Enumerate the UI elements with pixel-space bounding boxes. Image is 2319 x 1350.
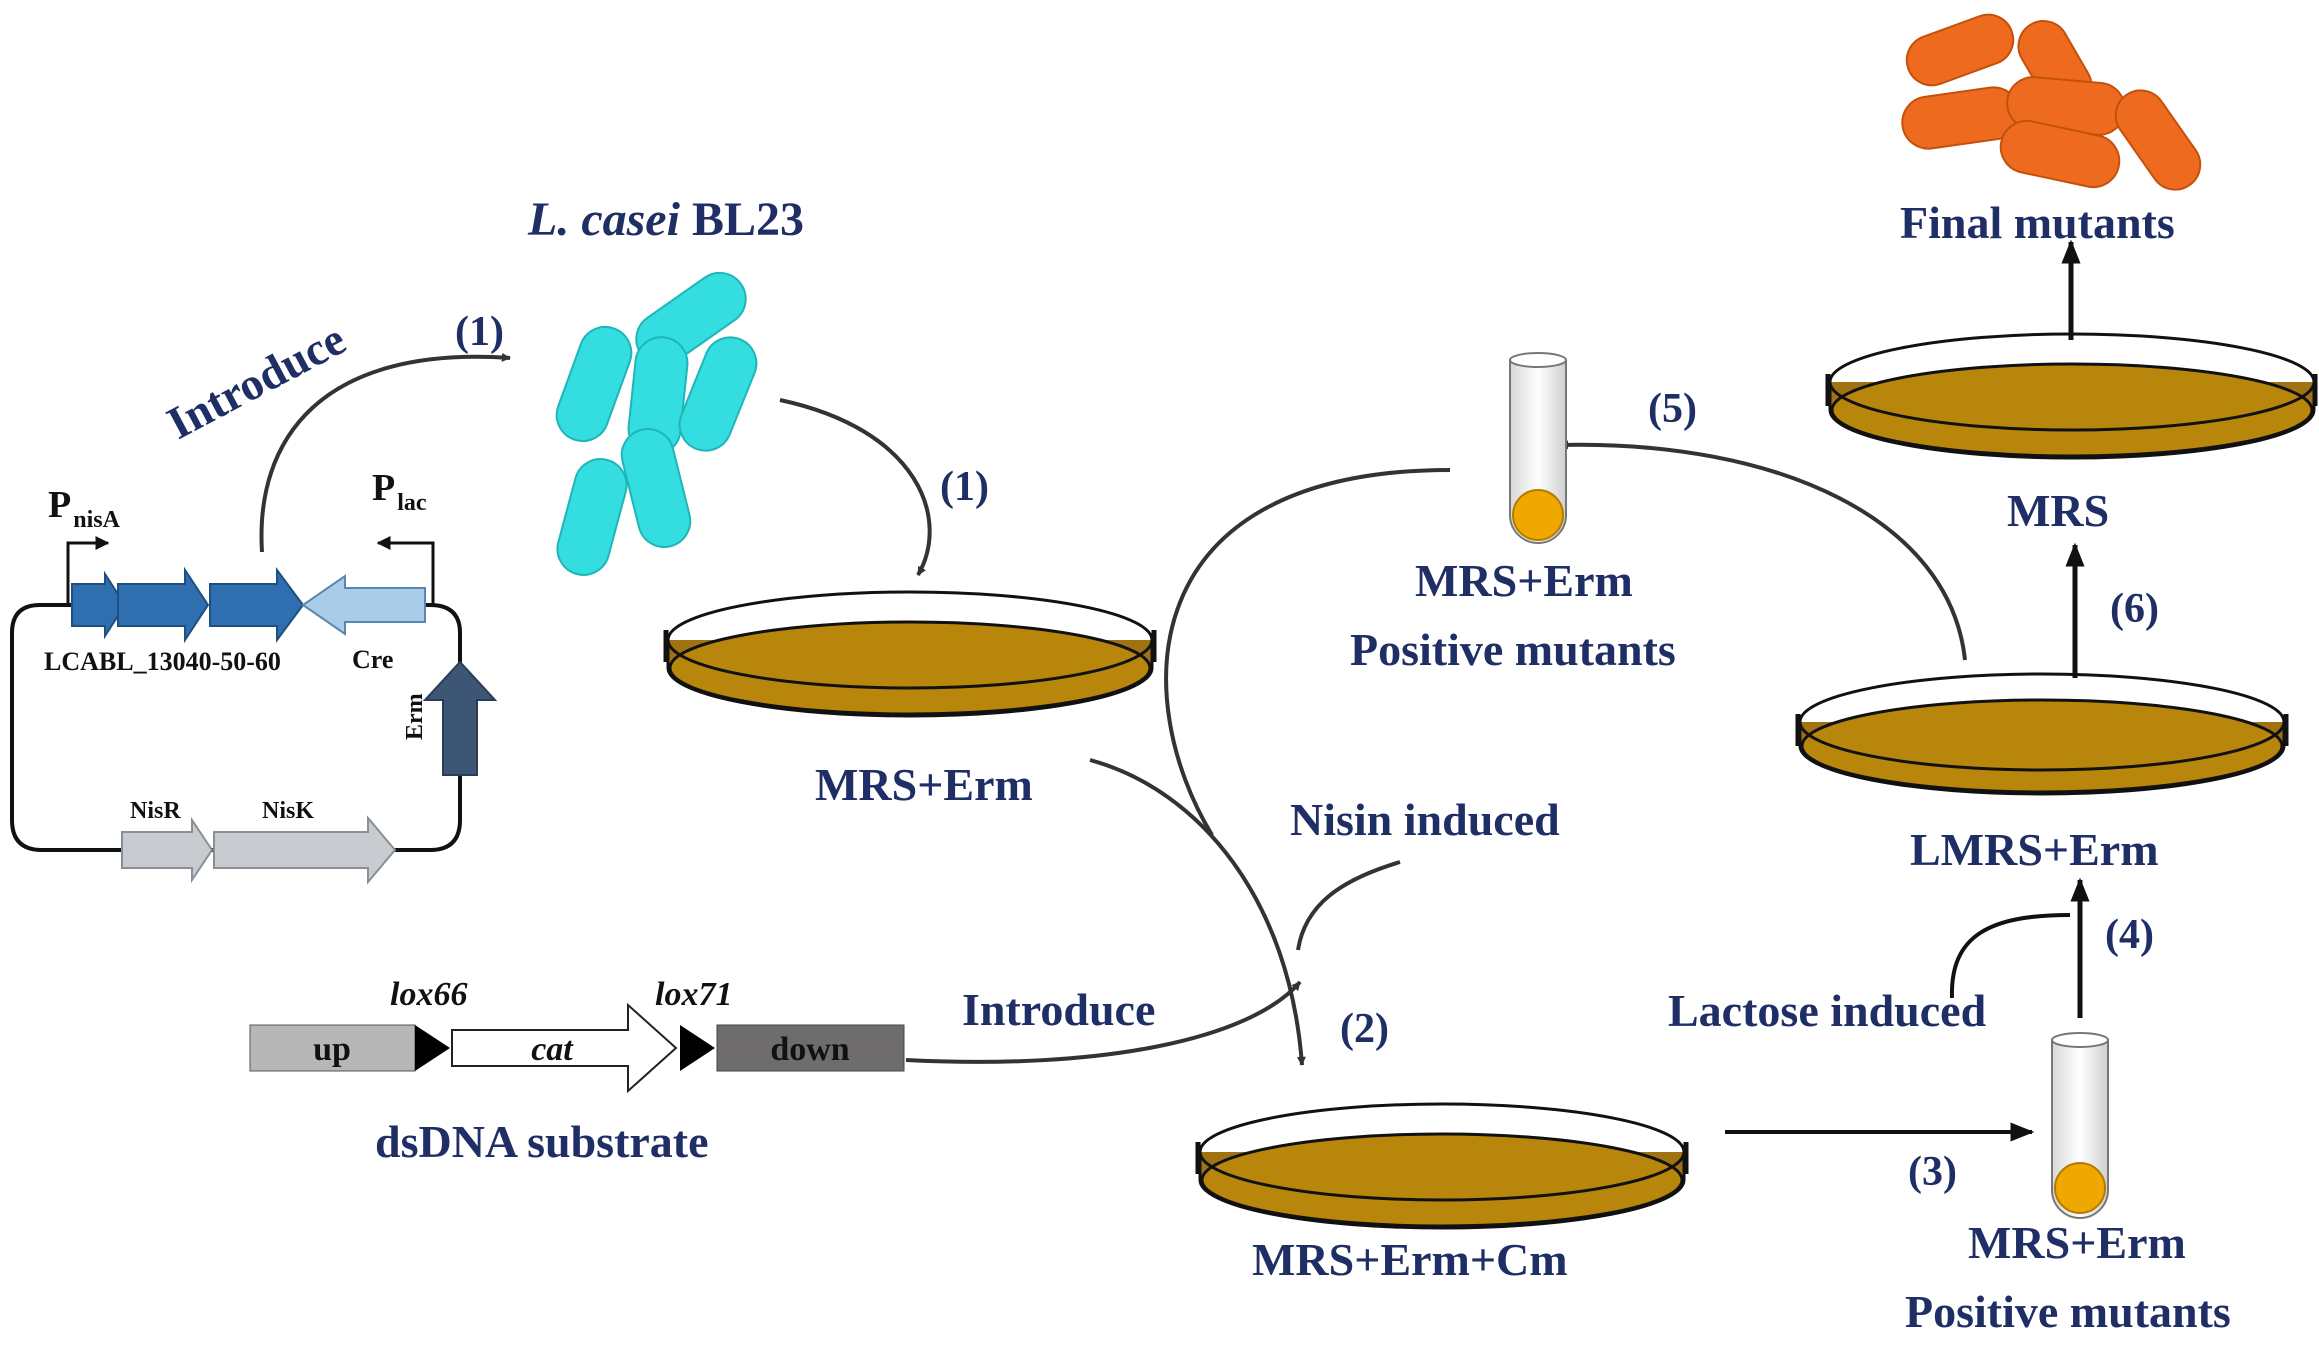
tube1-line1: MRS+Erm	[1415, 555, 1633, 606]
step-1-introduce-label: (1)	[455, 309, 504, 355]
nisK-label: NisK	[262, 798, 314, 824]
plasmid-map: PnisA LCABL_13040-50-60 Cre Plac Erm Nis…	[10, 467, 498, 885]
erm-gene-arrow	[422, 660, 498, 776]
step-3-label: (3)	[1908, 1149, 1957, 1195]
cre-label: Cre	[352, 645, 393, 674]
dsdna-substrate: up cat down lox66 lox71	[249, 976, 905, 1094]
final-mutant-bacteria	[1901, 13, 2202, 191]
colony-yellow	[1512, 489, 1564, 541]
lox66-site	[415, 1025, 450, 1071]
step-6-label: (6)	[2110, 586, 2159, 632]
lcasei-bacteria	[555, 271, 758, 576]
lactose-induced-label: Lactose induced	[1668, 985, 1987, 1036]
tube2-line2: Positive mutants	[1905, 1286, 2231, 1337]
plate1-label: MRS+Erm	[815, 759, 1033, 810]
down-homology-arm	[716, 1024, 905, 1072]
plate-mrs-erm-cm	[1195, 1102, 1689, 1230]
up-label: up	[313, 1031, 351, 1068]
lox66-label: lox66	[390, 976, 467, 1013]
tube1-line2: Positive mutants	[1350, 624, 1676, 675]
down-label: down	[770, 1031, 849, 1068]
plate-mrs	[1825, 332, 2318, 460]
nisK-gene-arrow	[213, 815, 397, 885]
step-2-label: (2)	[1340, 1006, 1389, 1052]
introduce-dsdna-arrow	[905, 980, 1302, 1064]
cat-gene-arrow	[451, 1002, 678, 1094]
introduce-plasmid-label: Introduce	[159, 313, 354, 449]
promoter-lac-arrow	[376, 536, 435, 605]
colony-yellow	[2054, 1162, 2106, 1214]
nisin-induced-label: Nisin induced	[1290, 794, 1560, 845]
plasmid-backbone	[10, 603, 462, 852]
plate4-label: MRS	[2007, 485, 2109, 536]
tube1-feedback-curve	[1164, 468, 1451, 837]
step-5-arrow	[1559, 440, 1967, 661]
nisin-induced-curve	[1296, 860, 1401, 951]
step-4-label: (4)	[2105, 912, 2154, 958]
nisR-label: NisR	[130, 798, 181, 824]
lox71-label: lox71	[655, 976, 732, 1013]
nisR-gene-arrow	[121, 816, 214, 884]
cat-label: cat	[531, 1031, 574, 1068]
plate3-label: LMRS+Erm	[1910, 824, 2159, 875]
gene-13060-arrow	[209, 566, 305, 644]
gene-13040-arrow	[71, 570, 127, 640]
genes-label: LCABL_13040-50-60	[44, 647, 281, 676]
promoter-nisA-arrow	[66, 536, 110, 605]
introduce-dsdna-label: Introduce	[962, 984, 1155, 1035]
tube2-line1: MRS+Erm	[1968, 1217, 2186, 1268]
step-1-plate-label: (1)	[940, 464, 989, 510]
plate-lmrs-erm	[1795, 672, 2289, 796]
up-homology-arm	[249, 1024, 416, 1072]
step-5-label: (5)	[1648, 386, 1697, 432]
promoter-lac-label: Plac	[372, 467, 427, 516]
final-mutants-label: Final mutants	[1900, 197, 2175, 248]
lox71-site	[680, 1025, 715, 1071]
plate2-label: MRS+Erm+Cm	[1252, 1234, 1568, 1285]
cre-gene-arrow	[301, 574, 426, 636]
strain-name: L. casei BL23	[527, 193, 804, 246]
introduce-plasmid-arrow	[259, 352, 511, 553]
promoter-nisA-label: PnisA	[48, 484, 121, 533]
strain-to-plate1-arrow	[779, 398, 932, 577]
erm-label: Erm	[402, 693, 428, 740]
plate1-to-plate2-arrow	[1089, 758, 1306, 1066]
lactose-induced-curve	[1949, 913, 2071, 999]
gene-13050-arrow	[117, 566, 210, 644]
tube-positive-mutants-top	[1509, 352, 1567, 544]
plate-mrs-erm	[663, 590, 1157, 718]
dsdna-title: dsDNA substrate	[375, 1116, 709, 1167]
tube-positive-mutants-bottom	[2051, 1032, 2109, 1219]
